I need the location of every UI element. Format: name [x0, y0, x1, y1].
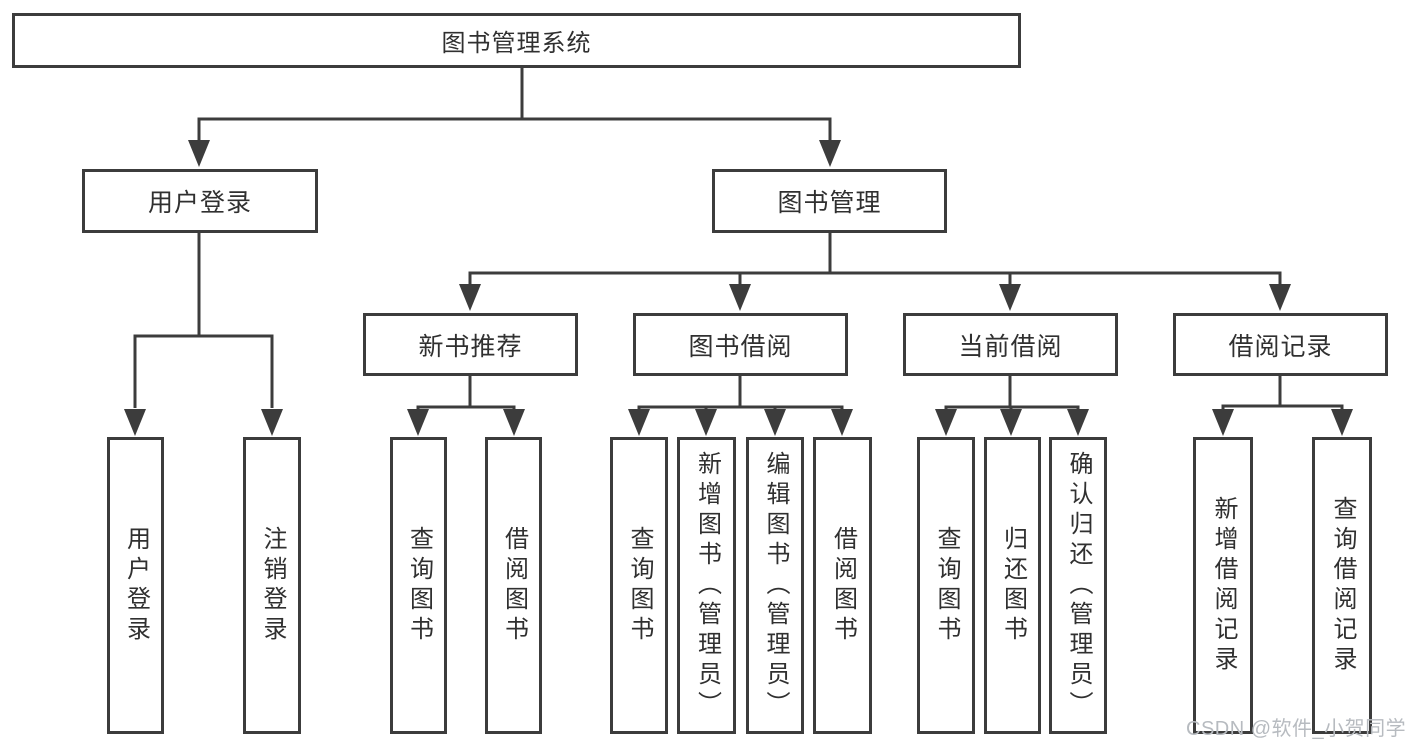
- node-leaf-query-book: 查询图书: [390, 437, 447, 734]
- node-leaf-edit-book-admin: 编辑图书（管理员）: [746, 437, 804, 734]
- node-label: 借阅图书: [829, 525, 857, 646]
- node-current-borrow: 当前借阅: [903, 313, 1118, 376]
- arrowhead-icon: [999, 284, 1021, 311]
- node-label: 查询图书: [626, 525, 653, 646]
- arrowhead-icon: [261, 409, 283, 436]
- connector-borrow-record-to-leaves: [1221, 376, 1344, 410]
- node-label: 用户登录: [122, 525, 150, 646]
- node-book-management: 图书管理: [712, 169, 947, 233]
- node-label: 新增图书（管理员）: [693, 450, 721, 721]
- arrowhead-icon: [695, 409, 717, 436]
- node-root-system: 图书管理系统: [12, 13, 1021, 68]
- arrowhead-icon: [459, 284, 481, 311]
- arrowhead-icon: [935, 409, 957, 436]
- node-leaf-add-book-admin: 新增图书（管理员）: [677, 437, 736, 734]
- node-label: 新增借阅记录: [1210, 495, 1237, 676]
- arrowhead-icon: [188, 140, 210, 167]
- connector-book-borrow-to-leaves: [637, 376, 844, 410]
- node-leaf-confirm-return-admin: 确认归还（管理员）: [1049, 437, 1107, 734]
- arrowhead-icon: [1212, 409, 1234, 436]
- node-label: 查询图书: [933, 525, 960, 646]
- node-leaf-query-book: 查询图书: [610, 437, 668, 734]
- connector-user-login-to-leaves: [133, 233, 274, 408]
- node-leaf-logout: 注销登录: [243, 437, 301, 734]
- node-label: 确认归还（管理员）: [1065, 450, 1092, 721]
- arrowhead-icon: [1067, 409, 1089, 436]
- arrowhead-icon: [819, 140, 841, 167]
- node-label: 编辑图书（管理员）: [762, 450, 789, 721]
- arrowhead-icon: [1331, 409, 1353, 436]
- node-leaf-borrow-book: 借阅图书: [485, 437, 542, 734]
- node-label: 查询图书: [405, 525, 433, 646]
- connector-current-borrow-to-leaves: [944, 376, 1080, 410]
- node-leaf-return-book: 归还图书: [984, 437, 1041, 734]
- node-leaf-query-borrow-record: 查询借阅记录: [1312, 437, 1372, 734]
- node-user-login: 用户登录: [82, 169, 318, 233]
- arrowhead-icon: [729, 284, 751, 311]
- arrowhead-icon: [628, 409, 650, 436]
- arrowhead-icon: [831, 409, 853, 436]
- connector-root-to-level2: [197, 68, 832, 141]
- node-book-borrow: 图书借阅: [633, 313, 848, 376]
- node-borrow-record: 借阅记录: [1173, 313, 1388, 376]
- node-leaf-user-login: 用户登录: [107, 437, 164, 734]
- arrowhead-icon: [1269, 284, 1291, 311]
- node-leaf-add-borrow-record: 新增借阅记录: [1193, 437, 1253, 734]
- arrowhead-icon: [1000, 409, 1022, 436]
- node-label: 查询借阅记录: [1329, 495, 1356, 676]
- node-label: 归还图书: [999, 525, 1027, 646]
- arrowhead-icon: [503, 409, 525, 436]
- connector-book-mgmt-to-level3: [468, 233, 1282, 285]
- node-new-book-recommend: 新书推荐: [363, 313, 578, 376]
- arrowhead-icon: [407, 409, 429, 436]
- arrowhead-icon: [124, 409, 146, 436]
- node-leaf-query-book: 查询图书: [917, 437, 975, 734]
- csdn-watermark: CSDN @软件_小贺同学: [1186, 718, 1405, 740]
- node-label: 借阅图书: [500, 525, 528, 646]
- node-label: 注销登录: [259, 525, 286, 646]
- arrowhead-icon: [764, 409, 786, 436]
- node-leaf-borrow-book: 借阅图书: [813, 437, 872, 734]
- connector-new-book-rec-to-leaves: [416, 376, 516, 410]
